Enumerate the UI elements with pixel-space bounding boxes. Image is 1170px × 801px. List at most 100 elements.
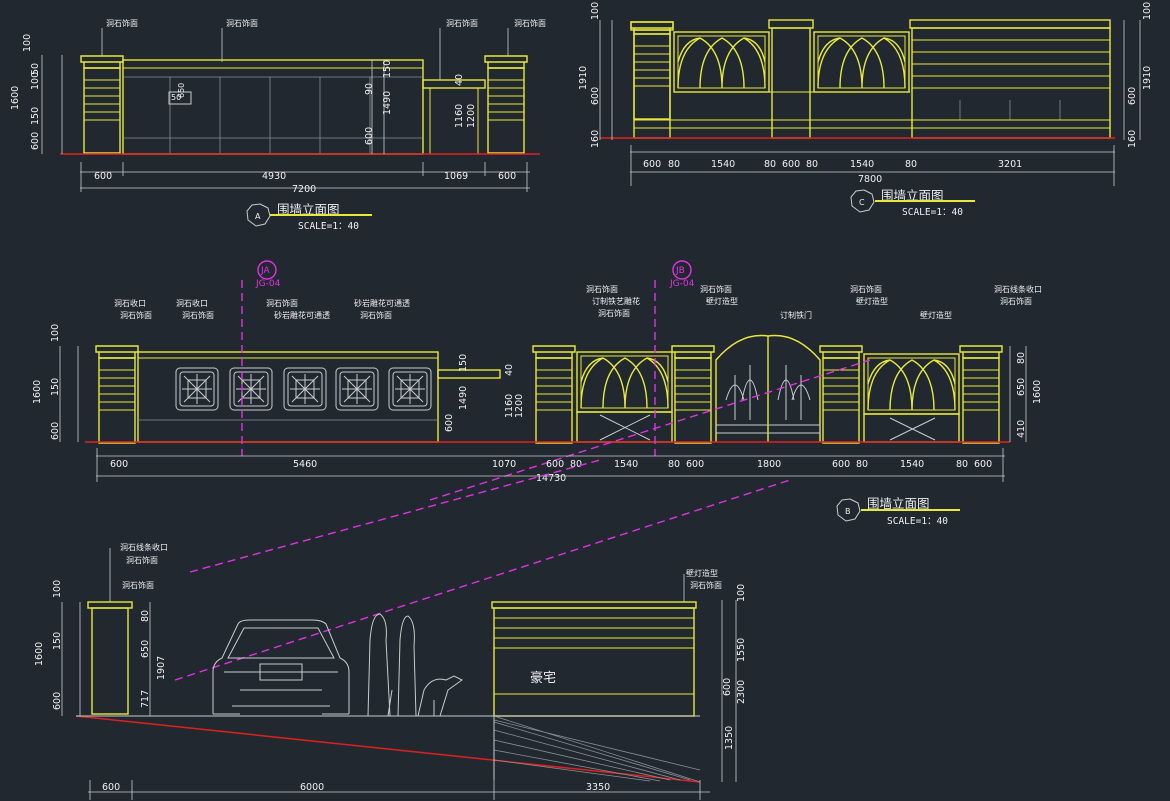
b-dim-10: 80	[856, 459, 868, 470]
b-total: 14730	[536, 473, 566, 484]
b-note-14: 洞石饰面	[850, 284, 882, 294]
b-note-8: 洞石饰面	[586, 284, 618, 294]
a-inner-dim-label: 50	[171, 93, 181, 102]
a-mid-2: 1490	[382, 91, 393, 115]
b-left-0: 100	[50, 324, 61, 342]
s-left-1: 1600	[34, 642, 45, 666]
a-right-0: 40	[454, 74, 465, 86]
b-note-18: 洞石饰面	[1000, 296, 1032, 306]
s-note-2: 洞石饰面	[122, 580, 154, 590]
elevation-c: 600 80 1540 80 600 80 1540 80 3201 7800 …	[578, 2, 1153, 218]
b-dim-9: 600	[832, 459, 850, 470]
c-right-3: 160	[1127, 130, 1138, 148]
b-note-6: 砂岩雕花可通透	[354, 298, 410, 308]
b-dim-6: 80	[668, 459, 680, 470]
b-mid-2: 150	[458, 354, 469, 372]
b-fr-0: 80	[1016, 352, 1027, 364]
c-dim-3: 80	[764, 159, 776, 170]
b-dim-8: 1800	[757, 459, 781, 470]
c-total: 7800	[858, 174, 882, 185]
b-dim-1: 5460	[293, 459, 317, 470]
b-left-3: 150	[50, 378, 61, 396]
c-left-0: 100	[590, 2, 601, 20]
a-left-4: 50	[30, 63, 41, 75]
c-title: 围墙立面图	[881, 188, 944, 203]
c-marker: C	[859, 198, 865, 207]
c-left-2: 600	[590, 87, 601, 105]
b-dim-0: 600	[110, 459, 128, 470]
s-right-1: 1550	[736, 638, 747, 662]
s-left-2: 600	[52, 692, 63, 710]
a-left-3: 600	[30, 132, 41, 150]
b-section-1-ref: JG-04	[669, 279, 695, 289]
c-left-1: 1910	[578, 66, 589, 90]
s-right-2: 2300	[736, 680, 747, 704]
c-right-2: 600	[1127, 87, 1138, 105]
b-left-2: 600	[50, 422, 61, 440]
a-note-3: 洞石饰面	[514, 18, 546, 28]
b-note-1: 洞石饰面	[120, 310, 152, 320]
a-title: 围墙立面图	[277, 202, 340, 217]
b-note-17: 洞石线条收口	[994, 284, 1042, 294]
b-title: 围墙立面图	[867, 496, 930, 511]
b-section-0-ref: JG-04	[255, 279, 281, 289]
s-left-0: 100	[52, 580, 63, 598]
s-right-0: 100	[736, 584, 747, 602]
s-dim-0: 600	[102, 782, 120, 793]
b-left-1: 1600	[32, 380, 43, 404]
b-note-9: 订制铁艺雕花	[592, 296, 640, 306]
b-dim-5: 1540	[614, 459, 638, 470]
s-dim-1: 6000	[300, 782, 324, 793]
b-dim-13: 600	[974, 459, 992, 470]
b-marker: B	[845, 507, 851, 516]
b-right-2: 1200	[514, 394, 525, 418]
b-note-13: 订制铁门	[780, 310, 812, 320]
a-note-1: 洞石饰面	[226, 18, 258, 28]
a-note-2: 洞石饰面	[446, 18, 478, 28]
elevation-a: 50 650 600 4930 1069 600 7200 100 1600 1…	[10, 18, 546, 232]
a-right-2: 1200	[466, 104, 477, 128]
s-pier-2: 1907	[156, 656, 167, 680]
b-mid-1: 1490	[458, 386, 469, 410]
a-left-2: 100	[30, 72, 41, 90]
s-pier-1: 650	[140, 640, 151, 658]
s-note-3: 壁灯造型	[686, 568, 718, 578]
section-view: 豪宅 600 6000 3350 100 1600 600 150 80 650…	[34, 459, 791, 800]
s-note-4: 洞石饰面	[690, 580, 722, 590]
a-dim-0: 600	[94, 171, 112, 182]
b-note-0: 洞石收口	[114, 298, 146, 308]
c-left-3: 160	[590, 130, 601, 148]
a-scale: SCALE=1：40	[298, 221, 359, 232]
s-right-4: 600	[722, 678, 733, 696]
b-note-12: 壁灯造型	[706, 296, 738, 306]
c-dim-2: 1540	[711, 159, 735, 170]
c-dim-8: 3201	[998, 159, 1022, 170]
s-left-3: 150	[52, 632, 63, 650]
a-note-0: 洞石饰面	[106, 18, 138, 28]
b-note-4: 洞石饰面	[266, 298, 298, 308]
c-scale: SCALE=1：40	[902, 207, 963, 218]
b-note-11: 洞石饰面	[700, 284, 732, 294]
s-note-0: 洞石线条收口	[120, 542, 168, 552]
a-left-5: 150	[30, 107, 41, 125]
c-dim-0: 600	[643, 159, 661, 170]
a-total: 7200	[292, 184, 316, 195]
b-fr-2: 1600	[1032, 380, 1043, 404]
c-dim-6: 1540	[850, 159, 874, 170]
a-right-1: 1160	[454, 104, 465, 128]
b-dim-7: 600	[686, 459, 704, 470]
a-marker: A	[255, 212, 261, 221]
a-mid-0: 600	[364, 127, 375, 145]
c-dim-4: 600	[782, 159, 800, 170]
s-pier-0: 80	[140, 610, 151, 622]
a-left-0: 100	[22, 34, 33, 52]
b-fr-3: 410	[1016, 420, 1027, 438]
b-dim-3: 600	[546, 459, 564, 470]
a-inner-dim-label-2: 650	[177, 83, 186, 98]
b-note-16: 壁灯造型	[920, 310, 952, 320]
b-note-5: 砂岩雕花可通透	[274, 310, 330, 320]
b-mid-0: 600	[444, 414, 455, 432]
b-note-3: 洞石饰面	[182, 310, 214, 320]
a-dim-2: 1069	[444, 171, 468, 182]
